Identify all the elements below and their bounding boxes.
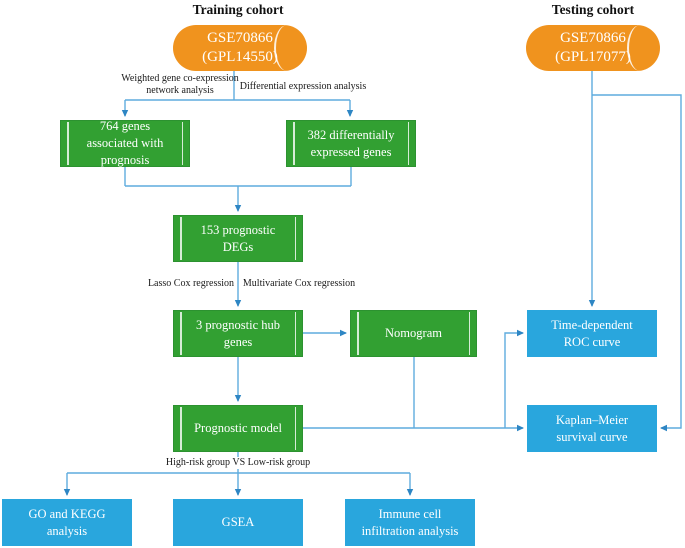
km-curve-box: Kaplan–Meier survival curve: [527, 405, 657, 452]
prognostic-degs-label: 153 prognostic DEGs: [200, 222, 276, 254]
cylinder-cap-arc: [627, 25, 653, 71]
training-cohort-header: Training cohort: [192, 2, 284, 17]
go-kegg-box: GO and KEGG analysis: [2, 499, 132, 546]
hub-genes-box: 3 prognostic hub genes: [173, 310, 303, 357]
training-dataset-accession: GSE70866: [207, 29, 273, 46]
dea-edge-label: Differential expression analysis: [239, 81, 367, 92]
nomogram-box: Nomogram: [350, 310, 477, 357]
lasso-edge-label: Lasso Cox regression: [147, 278, 235, 289]
go-kegg-label: GO and KEGG analysis: [28, 506, 106, 538]
training-dataset-platform: (GPL14550): [202, 49, 278, 65]
edge-testing-to-km: [592, 94, 682, 432]
multivariate-edge-label: Multivariate Cox regression: [242, 278, 356, 289]
risk-groups-edge-label: High-risk group VS Low-risk group: [162, 457, 314, 469]
degs-box: 382 differentially expressed genes: [286, 120, 416, 167]
wgcna-genes-box: 764 genes associated with prognosis: [60, 119, 190, 167]
roc-curve-box: Time-dependent ROC curve: [527, 310, 657, 357]
prognostic-model-box: Prognostic model: [173, 405, 303, 452]
cylinder-cap-arc: [274, 25, 300, 71]
degs-label: 382 differentially expressed genes: [307, 127, 395, 159]
testing-cohort-header: Testing cohort: [551, 2, 635, 17]
wgcna-genes-label: 764 genes associated with prognosis: [86, 119, 164, 167]
km-curve-label: Kaplan–Meier survival curve: [555, 412, 629, 444]
wgcna-edge-label: Weighted gene co-expression network anal…: [121, 73, 239, 96]
hub-genes-label: 3 prognostic hub genes: [195, 317, 281, 349]
immune-infiltration-box: Immune cell infiltration analysis: [345, 499, 475, 546]
testing-dataset-accession: GSE70866: [560, 29, 626, 46]
roc-curve-label: Time-dependent ROC curve: [551, 317, 633, 349]
gsea-box: GSEA: [173, 499, 303, 546]
nomogram-label: Nomogram: [385, 326, 442, 341]
immune-infiltration-label: Immune cell infiltration analysis: [361, 506, 459, 538]
prognostic-degs-box: 153 prognostic DEGs: [173, 215, 303, 262]
edge-model-to-roc: [504, 329, 524, 428]
training-dataset-cylinder: GSE70866 (GPL14550): [173, 25, 307, 71]
prognostic-model-label: Prognostic model: [194, 421, 282, 436]
testing-dataset-platform: (GPL17077): [555, 49, 631, 65]
gsea-label: GSEA: [221, 515, 255, 530]
testing-dataset-cylinder: GSE70866 (GPL17077): [526, 25, 660, 71]
